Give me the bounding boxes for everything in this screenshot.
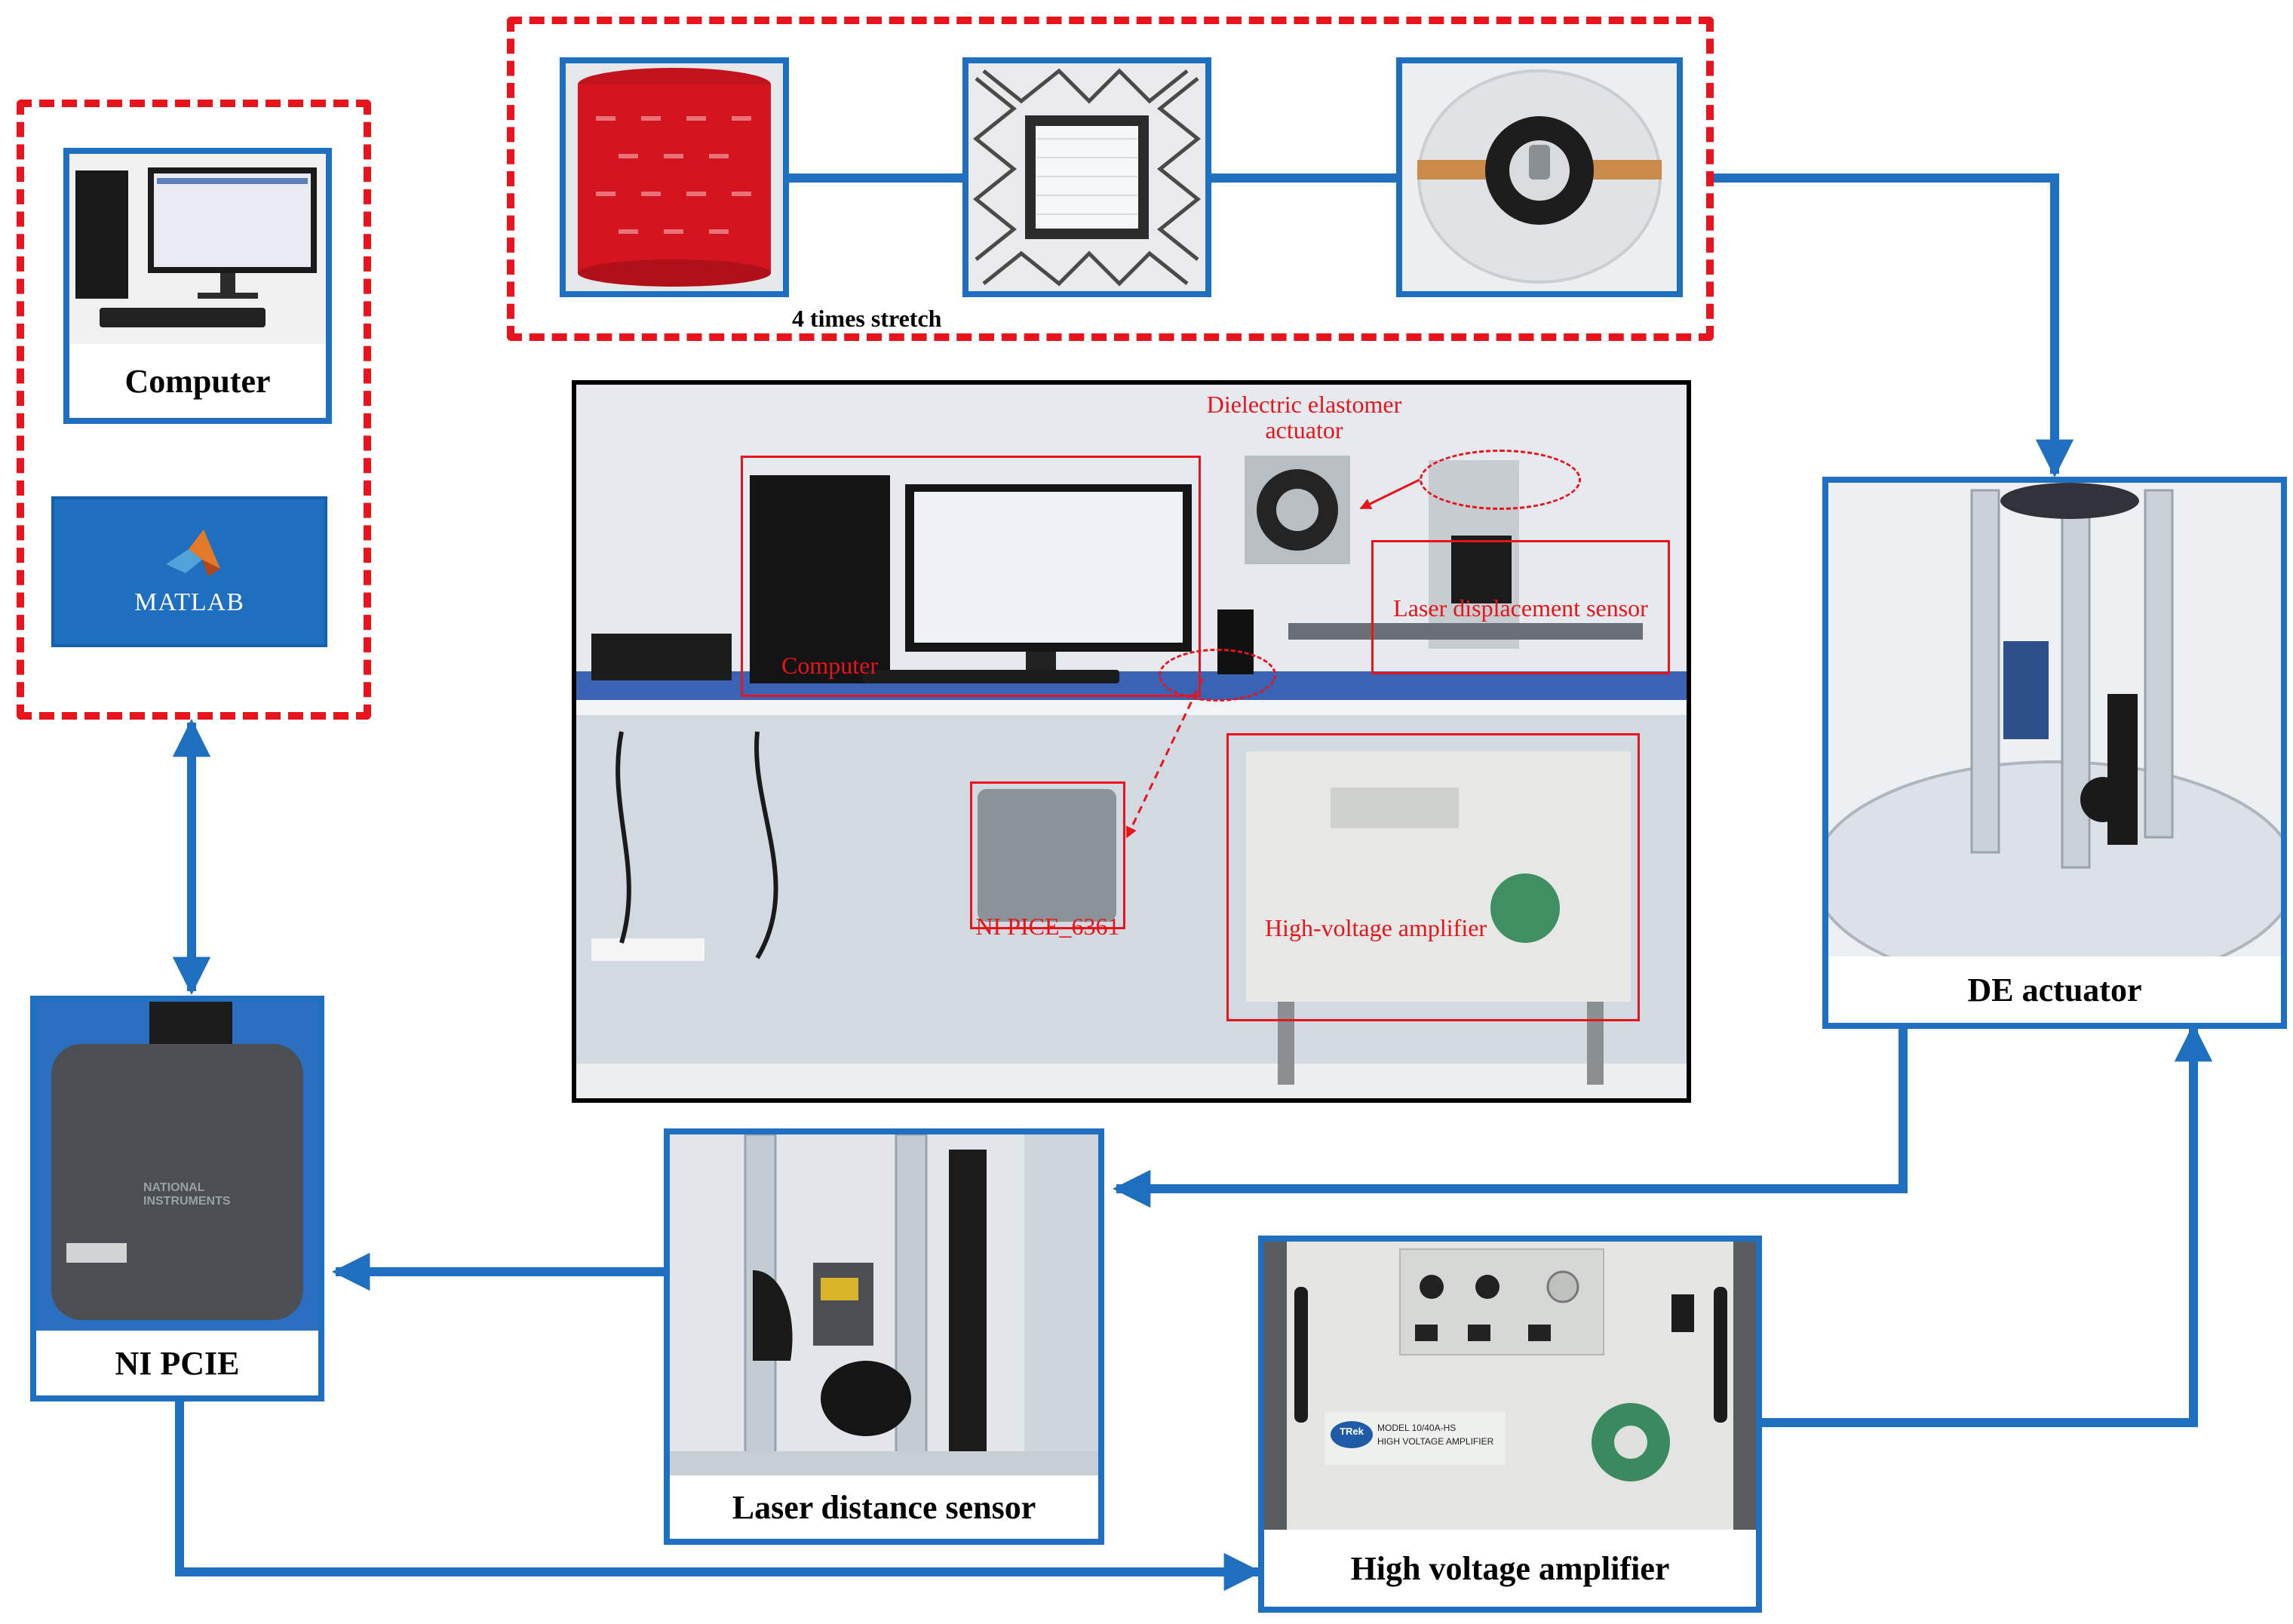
stretch-caption: 4 times stretch [792,305,942,332]
trek-desc-text: HIGH VOLTAGE AMPLIFIER [1377,1436,1494,1447]
experimental-setup-photo: Dielectric elastomer actuator Laser disp… [572,380,1691,1103]
software-group [17,100,371,720]
laser-highlight-box [1371,540,1670,674]
computer-photo [69,154,326,344]
stretch-frame-photo [962,57,1211,297]
laser-sensor-photo [670,1134,1098,1475]
arrow-to-de-actuator [1709,173,2074,478]
de-actuator-photo [1828,483,2281,956]
arrow-ni-to-hv [175,1400,1263,1592]
laser-head-ellipse [1420,450,1581,510]
trek-logo-text: TRek [1340,1426,1364,1437]
annotation-arrows [1125,478,1420,839]
fabrication-group [507,17,1714,341]
de-actuator-label: DE actuator [1967,971,2142,1008]
dea-sample-photo [1396,57,1683,297]
ni-pcie-node: NATIONAL INSTRUMENTS NI PCIE [30,996,324,1401]
hv-amplifier-photo: TRek MODEL 10/40A-HS HIGH VOLTAGE AMPLIF… [1264,1242,1756,1530]
tape-roll-photo [560,57,789,297]
trek-model-text: MODEL 10/40A-HS [1377,1423,1457,1433]
matlab-label: MATLAB [134,588,244,616]
ni-brand-text: NATIONAL INSTRUMENTS [143,1181,231,1208]
laser-sensor-label: Laser distance sensor [732,1488,1036,1526]
arrow-hv-to-de [1759,1023,2213,1427]
hv-amplifier-node: TRek MODEL 10/40A-HS HIGH VOLTAGE AMPLIF… [1258,1236,1762,1613]
computer-highlight-box [741,456,1201,697]
computer-node: Computer [63,148,332,424]
ni-highlight-box [970,781,1125,929]
label-dea: Dielectric elastomer actuator [1206,391,1402,444]
arrow-de-to-laser [1112,1026,1908,1208]
matlab-logo-tile: MATLAB [51,496,327,647]
label-hv: High-voltage amplifier [1264,914,1487,941]
computer-label: Computer [124,362,271,400]
hv-highlight-box [1226,733,1640,1021]
usb-port-ellipse [1159,649,1276,701]
label-computer: Computer [781,652,878,679]
label-ni: NI PICE_6361 [975,913,1120,940]
matlab-logo-icon [166,530,220,576]
hv-amplifier-label: High voltage amplifier [1350,1549,1670,1587]
label-laser: Laser displacement sensor [1393,594,1648,622]
laser-sensor-node: Laser distance sensor [664,1128,1104,1545]
ni-pcie-photo: NATIONAL INSTRUMENTS [36,1002,318,1331]
de-actuator-node: DE actuator [1822,477,2287,1029]
ni-pcie-label: NI PCIE [115,1344,240,1382]
